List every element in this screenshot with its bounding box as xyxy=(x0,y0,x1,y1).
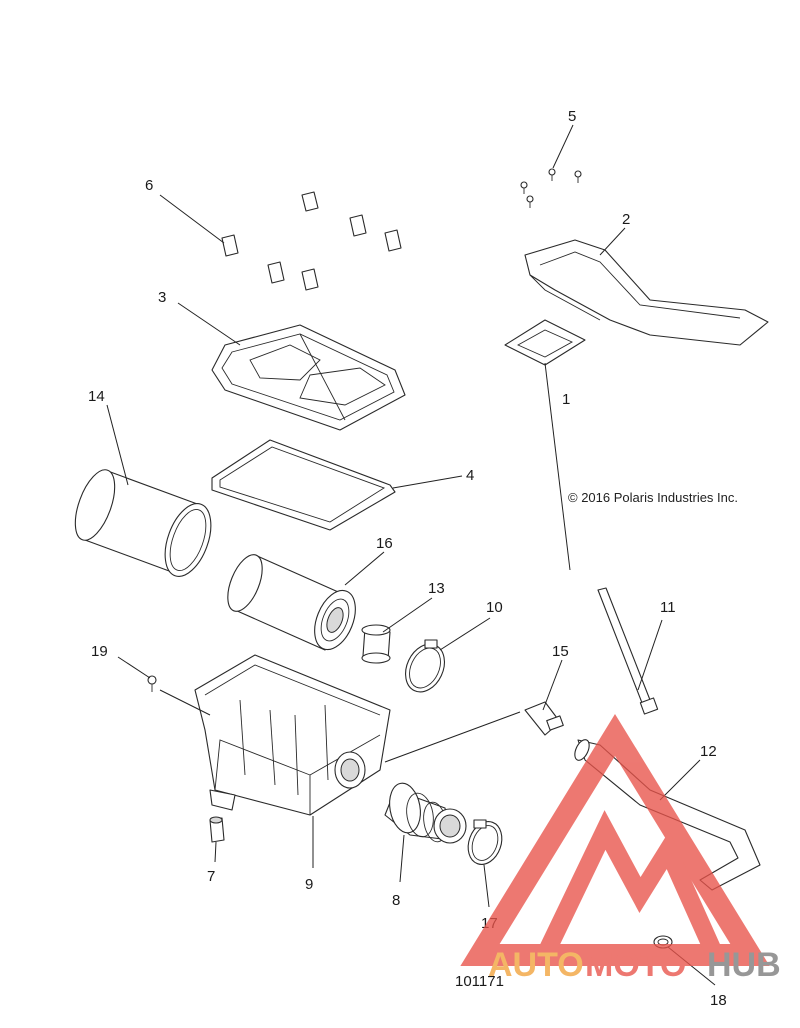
callout-15: 15 xyxy=(552,643,569,660)
part-16-air-filter xyxy=(227,554,356,651)
part-5-screws xyxy=(520,168,582,208)
part-17-clamp xyxy=(467,819,503,865)
callout-6: 6 xyxy=(145,177,153,194)
watermark-logo: AUTO MOTO HUB xyxy=(460,713,781,984)
callout-1: 1 xyxy=(562,391,570,408)
part-3-airbox-lid xyxy=(211,324,406,431)
callout-9: 9 xyxy=(305,876,313,893)
callout-13: 13 xyxy=(428,580,445,597)
callout-19: 19 xyxy=(91,643,108,660)
watermark-hub: HUB xyxy=(707,946,781,984)
part-2-intake-duct xyxy=(524,239,769,346)
callout-14: 14 xyxy=(88,388,105,405)
part-4-lid-seal xyxy=(211,439,396,531)
callout-3: 3 xyxy=(158,289,166,306)
callout-4: 4 xyxy=(466,467,474,484)
figure-number: 101171 xyxy=(455,973,504,990)
part-6-clips xyxy=(221,191,402,291)
callout-11: 11 xyxy=(660,599,676,616)
callout-labels: 1 2 3 4 5 6 7 8 9 10 11 12 13 14 15 16 1… xyxy=(88,108,727,1009)
callout-8: 8 xyxy=(392,892,400,909)
callout-12: 12 xyxy=(700,743,717,760)
callout-5: 5 xyxy=(568,108,576,125)
part-9-airbox-base xyxy=(194,654,391,816)
part-15-sensor xyxy=(524,701,564,736)
watermark-moto: MOTO xyxy=(585,946,686,984)
watermark-auto: AUTO xyxy=(488,946,584,984)
part-7-drain xyxy=(209,816,225,843)
copyright-notice: © 2016 Polaris Industries Inc. xyxy=(568,490,738,505)
part-11-strap xyxy=(597,587,659,715)
part-10-clamp xyxy=(405,639,445,693)
part-1-gasket xyxy=(504,319,586,366)
part-13-coupler xyxy=(361,624,391,664)
callout-2: 2 xyxy=(622,211,630,228)
callout-16: 16 xyxy=(376,535,393,552)
callout-10: 10 xyxy=(486,599,503,616)
callout-18: 18 xyxy=(710,992,727,1009)
part-8-intake-boot xyxy=(384,782,467,844)
callout-7: 7 xyxy=(207,868,215,885)
part-19-screw xyxy=(147,675,157,692)
part-14-prefilter-sleeve xyxy=(74,469,212,577)
